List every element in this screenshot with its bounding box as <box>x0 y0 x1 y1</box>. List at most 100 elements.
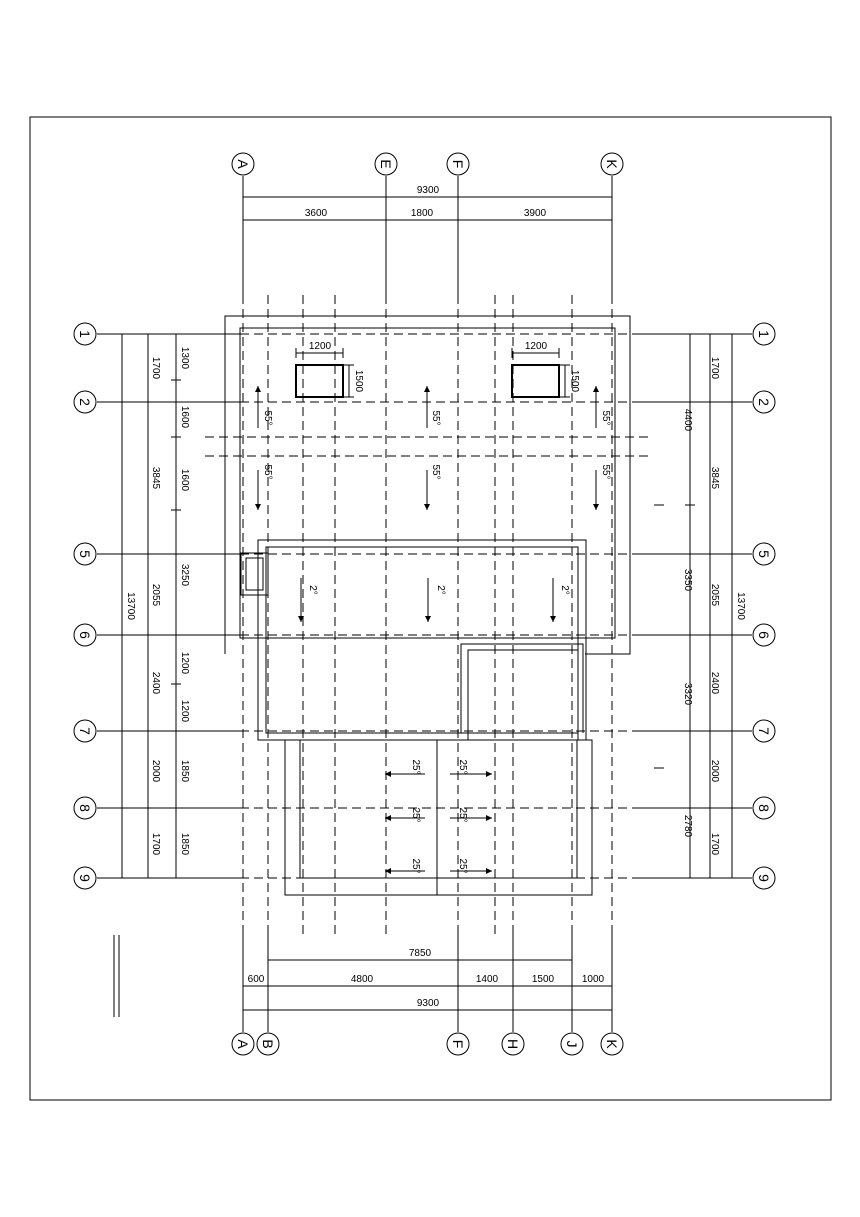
axis-label: K <box>604 159 620 169</box>
roof-outlines <box>224 315 631 896</box>
lower-roof-inner <box>299 739 578 879</box>
top-segment-dimension: 3900 <box>524 208 547 219</box>
bottom-segment-dimension: 1400 <box>476 974 499 985</box>
axis-bubble <box>73 542 97 566</box>
slope-label: 55° <box>600 410 611 425</box>
slope-label: 25° <box>457 759 468 774</box>
slope-label: 55° <box>600 464 611 479</box>
top-overall-dimension: 9300 <box>417 185 440 196</box>
upper-roof-inner <box>239 327 616 639</box>
skylight-width: 1200 <box>309 341 332 352</box>
axis-bubble <box>560 1032 584 1056</box>
axis-label: H <box>505 1039 521 1049</box>
axis-bubble <box>752 322 776 346</box>
dimension-lines <box>117 192 737 1015</box>
left-inner-dimension: 1200 <box>179 700 190 723</box>
right-middle-dimension: 1700 <box>709 357 720 380</box>
axis-bubble <box>600 152 624 176</box>
lower-roof-outline <box>284 739 593 896</box>
axis-label: 8 <box>756 804 772 812</box>
left-inner-dimension: 1850 <box>179 833 190 856</box>
skylight <box>511 364 560 398</box>
left-middle-dimension: 2000 <box>150 760 161 783</box>
slope-label: 2° <box>435 585 446 595</box>
axis-bubble <box>446 152 470 176</box>
slope-label: 55° <box>262 464 273 479</box>
axis-label: 2 <box>756 398 772 406</box>
axis-bubble <box>752 542 776 566</box>
slope-arrowhead <box>593 386 599 392</box>
right-middle-dimension: 2055 <box>709 584 720 607</box>
axis-label: 8 <box>77 804 93 812</box>
left-overall-dimension: 13700 <box>125 592 136 620</box>
slope-label: 55° <box>430 410 441 425</box>
axis-bubble <box>752 623 776 647</box>
middle-roof-inner <box>265 546 579 734</box>
left-inner-dimension: 1300 <box>179 347 190 370</box>
axis-bubble <box>73 719 97 743</box>
slope-arrowhead <box>385 868 391 874</box>
axis-bubble <box>73 866 97 890</box>
right-overall-dimension: 13700 <box>735 592 746 620</box>
axis-bubble <box>73 796 97 820</box>
bottom-segment-dimension: 1000 <box>582 974 605 985</box>
left-middle-dimension: 1700 <box>150 357 161 380</box>
slope-label: 25° <box>410 807 421 822</box>
axis-label: 9 <box>77 874 93 882</box>
middle-roof-notch-inner <box>467 649 579 740</box>
right-inner-dimension: 2780 <box>682 815 693 838</box>
right-inner-dimension: 3350 <box>682 569 693 592</box>
axis-label: J <box>564 1041 580 1048</box>
slope-label: 2° <box>307 585 318 595</box>
left-inner-dimension: 1850 <box>179 760 190 783</box>
slope-arrowhead <box>486 868 492 874</box>
slope-arrowhead <box>486 815 492 821</box>
slope-arrowhead <box>425 616 431 622</box>
chimney <box>240 552 269 596</box>
slope-arrowhead <box>424 386 430 392</box>
slope-arrowhead <box>593 504 599 510</box>
slope-arrowhead <box>424 504 430 510</box>
axis-label: A <box>235 159 251 169</box>
axis-bubble <box>231 152 255 176</box>
axis-bubble <box>256 1032 280 1056</box>
slope-label: 25° <box>457 807 468 822</box>
slope-label: 25° <box>457 858 468 873</box>
top-segment-dimension: 3600 <box>305 208 328 219</box>
left-inner-dimension: 1600 <box>179 406 190 429</box>
axis-label: 1 <box>756 330 772 338</box>
right-middle-dimension: 1700 <box>709 833 720 856</box>
top-segment-dimension: 1800 <box>411 208 434 219</box>
right-middle-dimension: 2400 <box>709 672 720 695</box>
axis-label: 6 <box>77 631 93 639</box>
axis-bubble <box>501 1032 525 1056</box>
right-inner-dimension: 3320 <box>682 683 693 706</box>
axis-bubble <box>374 152 398 176</box>
axis-label: 2 <box>77 398 93 406</box>
axis-bubble <box>752 719 776 743</box>
slope-arrowhead <box>298 616 304 622</box>
axis-bubble <box>231 1032 255 1056</box>
bottom-segment-dimension: 1500 <box>532 974 555 985</box>
bottom-segment-dimension: 600 <box>248 974 265 985</box>
axis-label: F <box>450 160 466 169</box>
left-middle-dimension: 2055 <box>150 584 161 607</box>
slope-label: 25° <box>410 858 421 873</box>
skylight-height: 1500 <box>353 370 364 393</box>
upper-roof-outline <box>224 315 631 655</box>
axis-bubble <box>600 1032 624 1056</box>
axis-label: 7 <box>77 727 93 735</box>
left-inner-dimension: 3250 <box>179 564 190 587</box>
left-middle-dimension: 2400 <box>150 672 161 695</box>
slope-label: 2° <box>559 585 570 595</box>
axis-label: 9 <box>756 874 772 882</box>
axis-label: K <box>604 1039 620 1049</box>
slope-label: 55° <box>430 464 441 479</box>
axis-label: F <box>450 1040 466 1049</box>
right-middle-dimension: 2000 <box>709 760 720 783</box>
axis-label: B <box>260 1039 276 1048</box>
left-middle-dimension: 3845 <box>150 467 161 490</box>
middle-roof-notch <box>460 643 584 733</box>
